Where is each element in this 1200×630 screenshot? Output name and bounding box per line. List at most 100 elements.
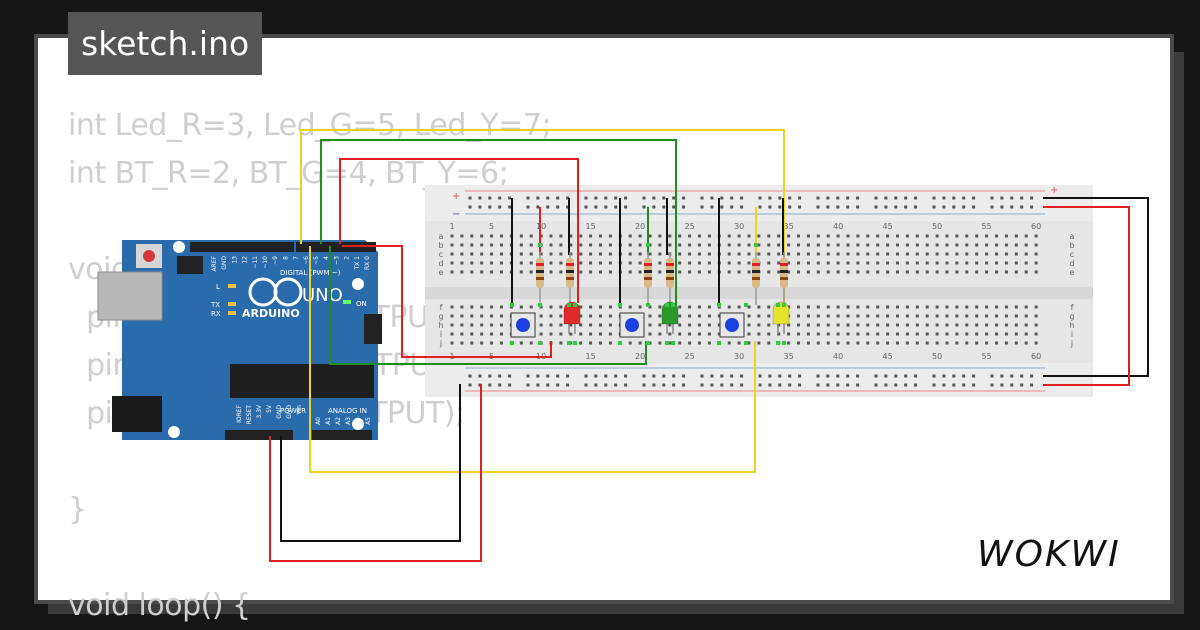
column-number: 35: [784, 352, 794, 361]
breadboard-hole: [886, 234, 890, 238]
wire-pin2-red-button[interactable]: [342, 245, 552, 358]
rail-hole: [788, 383, 792, 387]
breadboard-hole: [1004, 341, 1008, 345]
breadboard-hole: [856, 261, 860, 265]
breadboard-hole: [767, 252, 771, 256]
resistor-band: [566, 270, 574, 273]
resistor-band: [566, 263, 574, 266]
breadboard-hole: [925, 252, 929, 256]
breadboard-hole: [1024, 341, 1028, 345]
column-number: 15: [586, 222, 596, 231]
wire-gnd-rail[interactable]: [280, 384, 461, 542]
breadboard-hole: [529, 252, 533, 256]
wire-pin4-green-button[interactable]: [329, 246, 647, 365]
row-letter: f: [440, 303, 443, 312]
breadboard-hole: [1034, 314, 1038, 318]
breadboard-hole: [896, 323, 899, 327]
breadboard-hole: [608, 314, 612, 318]
connection-dot: [567, 303, 571, 307]
rail-hole: [604, 205, 608, 209]
row-letter: f: [1071, 303, 1074, 312]
breadboard-hole: [915, 332, 919, 336]
breadboard-hole: [995, 252, 998, 256]
breadboard-hole: [628, 270, 632, 274]
breadboard-hole: [925, 261, 929, 265]
connection-dot: [510, 341, 514, 345]
breadboard-hole: [935, 341, 939, 345]
breadboard-hole: [1024, 332, 1028, 336]
wire-rail-bridge-black[interactable]: [1043, 197, 1149, 377]
breadboard-hole: [876, 234, 880, 238]
breadboard-hole: [1034, 243, 1038, 247]
breadboard-hole: [460, 332, 464, 336]
wire-rail-bridge-red[interactable]: [1043, 206, 1130, 386]
row-letter: a: [1070, 232, 1075, 241]
wire-pin5-green-led[interactable]: [320, 139, 677, 305]
mount-hole: [352, 418, 364, 430]
pushbutton-cap[interactable]: [625, 318, 639, 332]
on-label: ON: [356, 300, 367, 308]
rail-hole: [740, 383, 744, 387]
reset-button-cap[interactable]: [143, 250, 155, 262]
pushbutton-cap[interactable]: [725, 318, 739, 332]
rail-hole: [962, 196, 966, 200]
breadboard-hole: [866, 234, 870, 238]
breadboard-hole: [905, 341, 909, 345]
wire-5v-rail[interactable]: [269, 384, 482, 562]
breadboard-hole: [826, 341, 830, 345]
breadboard-hole: [797, 341, 800, 345]
breadboard-hole: [856, 252, 860, 256]
rail-hole: [710, 205, 714, 209]
digital-pin-label: 2: [344, 256, 351, 260]
breadboard-hole: [876, 270, 880, 274]
breadboard-hole: [688, 261, 692, 265]
rail-hole: [836, 205, 840, 209]
breadboard-hole: [480, 323, 484, 327]
breadboard-hole: [638, 234, 642, 238]
wire-pin6-yellow-button[interactable]: [309, 246, 756, 473]
led-yellow[interactable]: [772, 301, 790, 325]
breadboard-hole: [628, 305, 632, 309]
led-green[interactable]: [661, 301, 679, 325]
connection-dot: [717, 341, 721, 345]
rail-hole: [768, 205, 772, 209]
rail-hole: [604, 196, 608, 200]
rail-hole: [962, 205, 966, 209]
breadboard-hole: [1004, 332, 1008, 336]
digital-pin-label: 7: [293, 256, 300, 260]
row-letter: j: [1070, 339, 1073, 348]
wire-pin3-red-led[interactable]: [339, 158, 579, 303]
digital-pin-label: 13: [231, 256, 238, 264]
breadboard-hole: [1014, 270, 1018, 274]
rail-hole: [652, 205, 656, 209]
breadboard-labels: 1155101015152020252530303535404045455050…: [438, 222, 1074, 361]
rail-hole: [526, 196, 530, 200]
rail-hole: [894, 374, 898, 378]
rail-hole: [1020, 196, 1024, 200]
pushbutton-cap[interactable]: [516, 318, 530, 332]
rail-hole: [952, 205, 956, 209]
rail-hole: [904, 196, 908, 200]
breadboard-hole: [846, 252, 850, 256]
breadboard-hole: [777, 252, 781, 256]
breadboard-hole: [816, 341, 820, 345]
digital-pin-label: ~3: [333, 256, 340, 265]
breadboard-hole: [529, 305, 533, 309]
rail-hole: [816, 205, 820, 209]
breadboard-hole: [648, 314, 652, 318]
breadboard-hole: [866, 314, 870, 318]
breadboard-hole: [787, 252, 791, 256]
breadboard-hole: [905, 252, 909, 256]
led-red[interactable]: [563, 301, 581, 325]
rail-hole: [798, 205, 802, 209]
breadboard-hole: [579, 252, 583, 256]
resistor-band: [752, 277, 760, 280]
column-number: 25: [685, 222, 695, 231]
breadboard-hole: [1024, 270, 1028, 274]
file-tab[interactable]: sketch.ino: [68, 12, 263, 75]
breadboard-hole: [915, 323, 919, 327]
rail-hole: [788, 374, 792, 378]
rail-hole: [874, 205, 878, 209]
